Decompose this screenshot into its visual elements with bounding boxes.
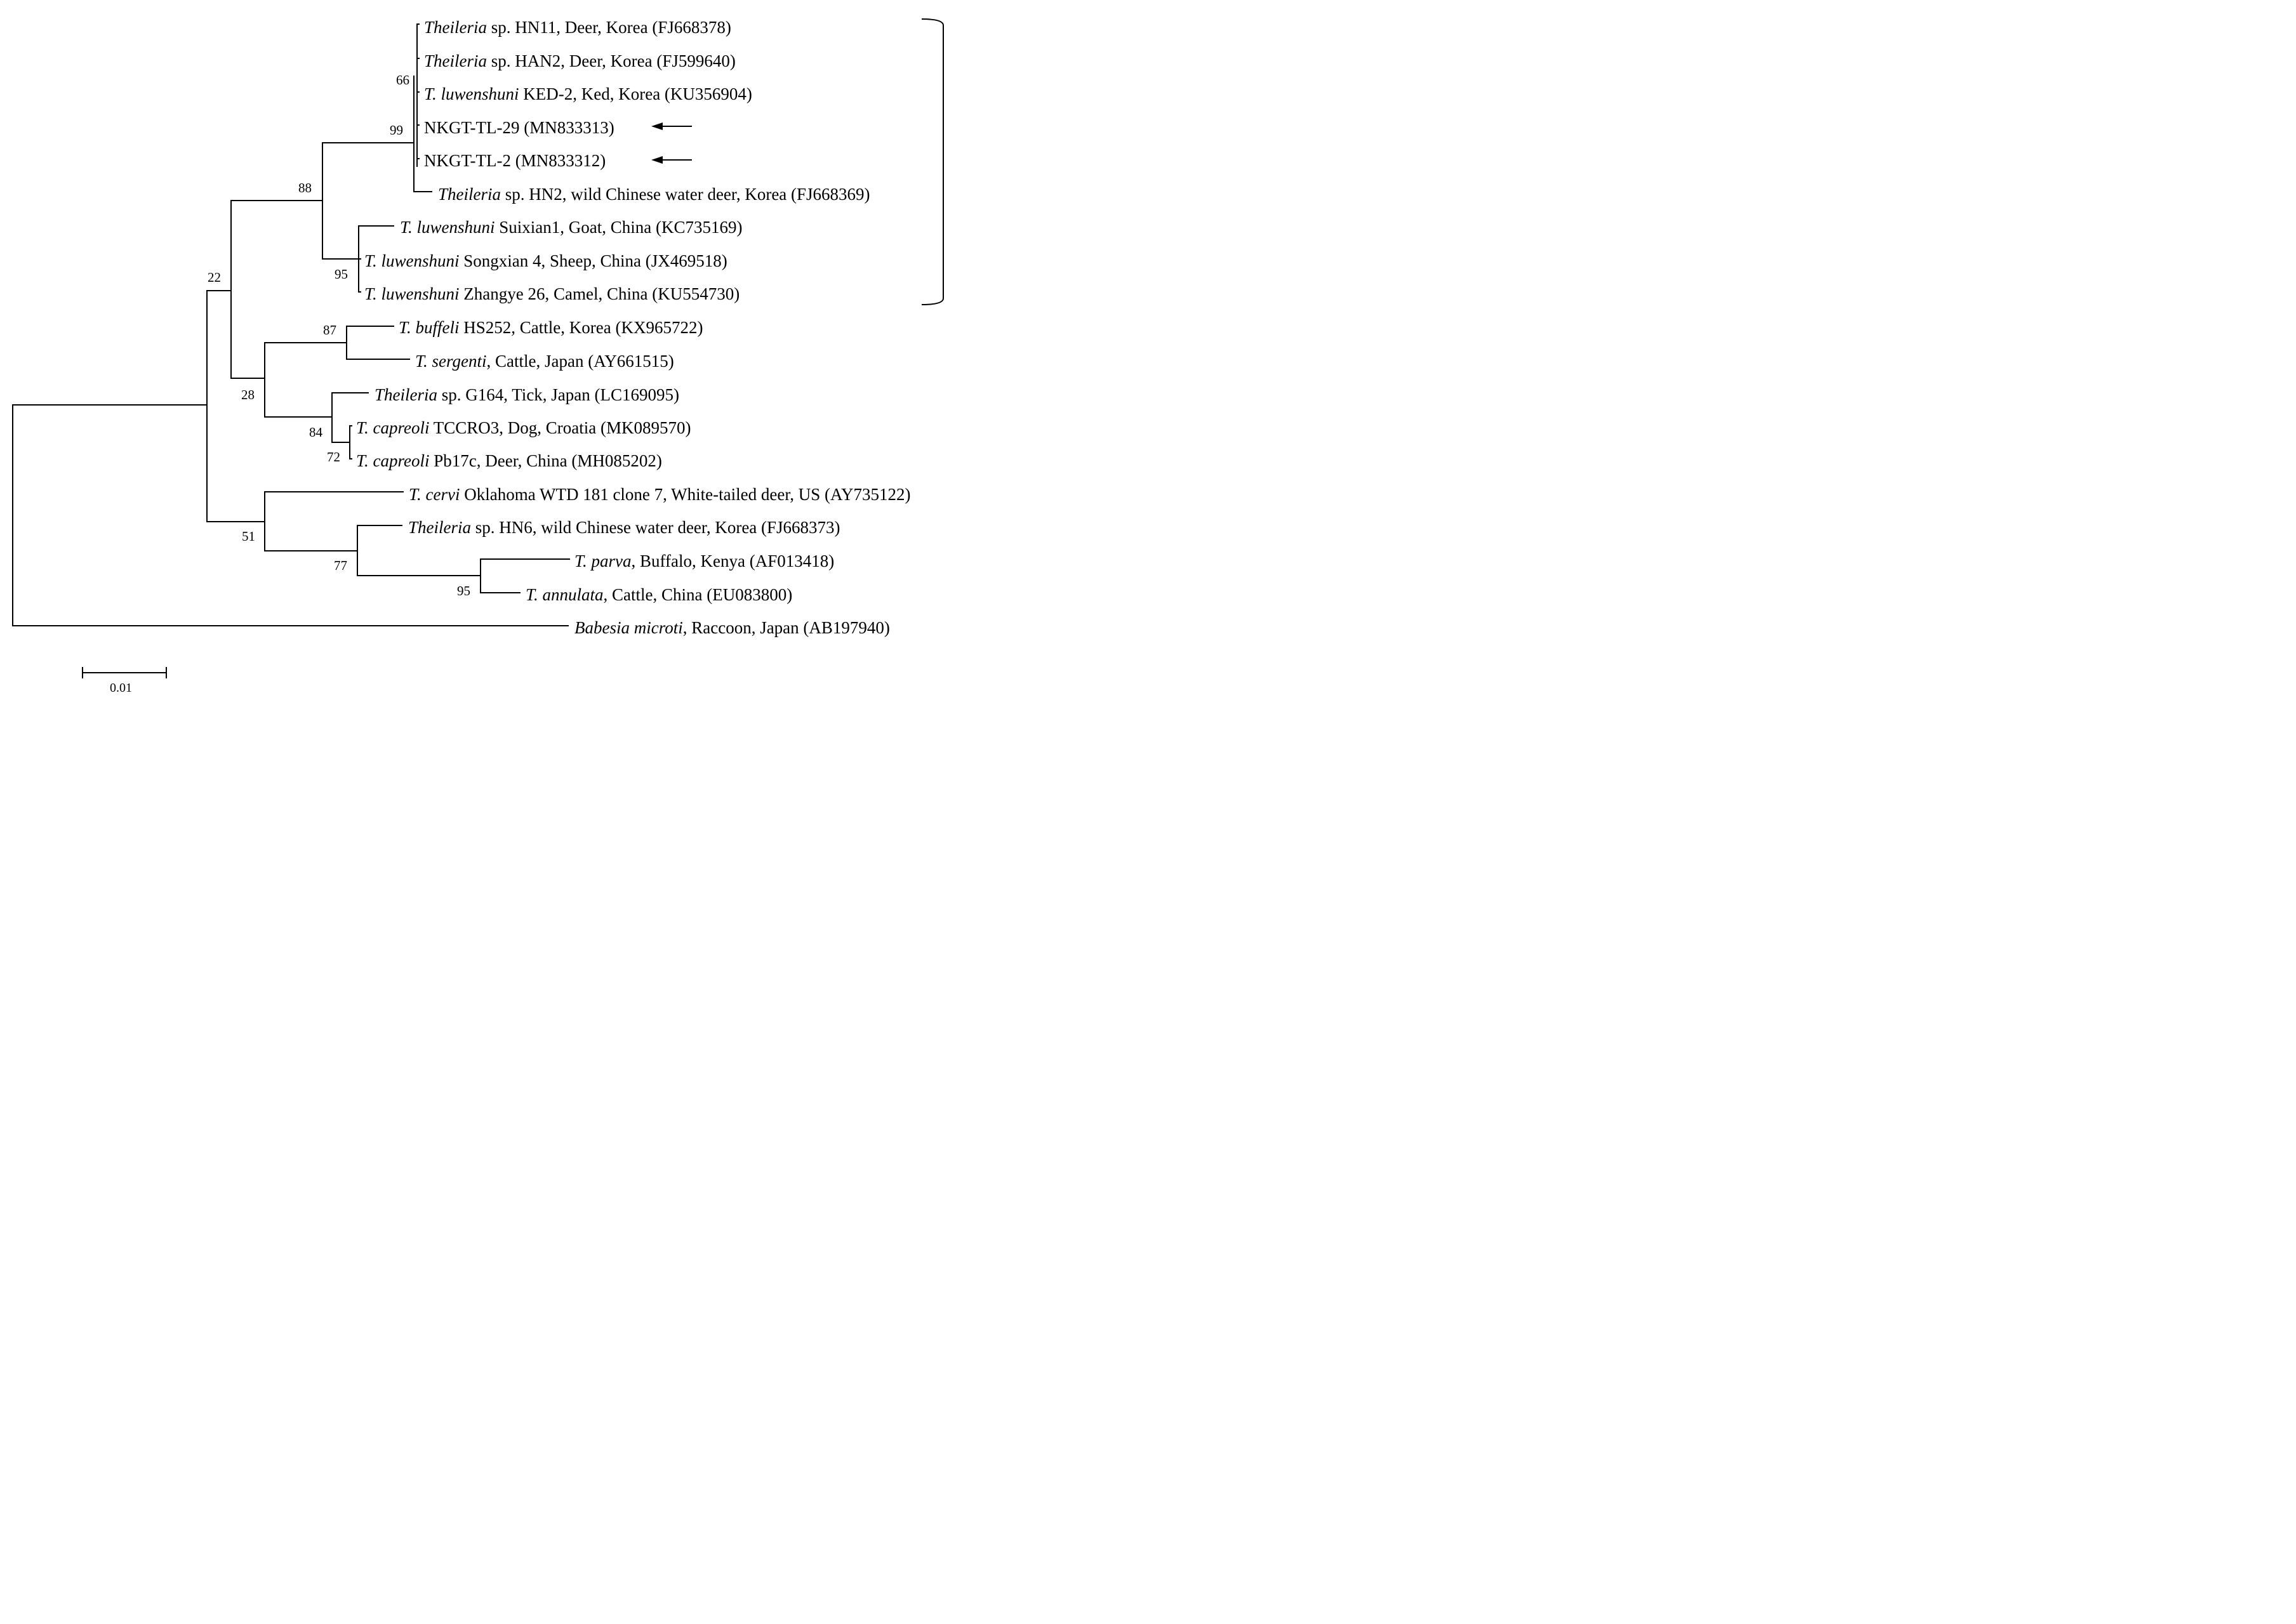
bootstrap-51: 51 bbox=[242, 529, 255, 544]
taxon-label-annulata: T. annulata, Cattle, China (EU083800) bbox=[526, 585, 792, 604]
taxon-label-g164: Theileria sp. G164, Tick, Japan (LC16909… bbox=[375, 385, 679, 404]
taxon-label-babesia-microti: Babesia microti, Raccoon, Japan (AB19794… bbox=[574, 618, 890, 637]
node-84-branch bbox=[331, 392, 369, 443]
taxon-label-nkgt-tl-2: NKGT-TL-2 (MN833312) bbox=[424, 151, 606, 170]
scale-bar bbox=[82, 667, 167, 678]
bootstrap-77: 77 bbox=[334, 558, 347, 573]
node-88-branch bbox=[322, 142, 415, 260]
node-51-branch bbox=[264, 491, 404, 551]
taxon-label-parva: T. parva, Buffalo, Kenya (AF013418) bbox=[574, 551, 834, 571]
root-node-branch bbox=[12, 404, 569, 626]
taxon-label-zhangye26: T. luwenshuni Zhangye 26, Camel, China (… bbox=[364, 284, 740, 303]
node-95b-branch bbox=[480, 558, 570, 593]
taxon-label-ked2: T. luwenshuni KED-2, Ked, Korea (KU35690… bbox=[424, 84, 752, 103]
taxon-label-hn11: Theileria sp. HN11, Deer, Korea (FJ66837… bbox=[424, 18, 731, 37]
taxon-label-hn6: Theileria sp. HN6, wild Chinese water de… bbox=[408, 518, 840, 537]
bootstrap-88: 88 bbox=[298, 180, 312, 195]
bootstrap-95-luwenshuni: 95 bbox=[335, 267, 348, 282]
node-77-branch bbox=[357, 525, 481, 576]
node-ingroup-branch bbox=[230, 200, 323, 379]
bootstrap-28: 28 bbox=[241, 387, 255, 402]
taxon-label-hn2: Theileria sp. HN2, wild Chinese water de… bbox=[438, 185, 870, 204]
arrow-nkgt-tl-29 bbox=[651, 122, 692, 130]
taxon-label-nkgt-tl-29: NKGT-TL-29 (MN833313) bbox=[424, 118, 614, 137]
arrow-nkgt-tl-2 bbox=[651, 156, 692, 164]
taxon-label-sergenti: T. sergenti, Cattle, Japan (AY661515) bbox=[415, 352, 674, 371]
bootstrap-72: 72 bbox=[327, 449, 340, 465]
bootstrap-84: 84 bbox=[309, 425, 323, 440]
bootstrap-87: 87 bbox=[323, 322, 336, 338]
bootstrap-99: 99 bbox=[390, 122, 403, 138]
node-87-branch bbox=[346, 326, 410, 360]
node-72-branch bbox=[349, 425, 352, 459]
bootstrap-22: 22 bbox=[208, 270, 221, 285]
taxon-label-hs252: T. buffeli HS252, Cattle, Korea (KX96572… bbox=[399, 318, 703, 337]
taxon-label-suixian1: T. luwenshuni Suixian1, Goat, China (KC7… bbox=[400, 218, 743, 237]
bootstrap-95-parva-annulata: 95 bbox=[457, 583, 470, 598]
node-99-branch bbox=[413, 23, 432, 192]
scale-bar-label: 0.01 bbox=[110, 681, 132, 695]
clade-bracket bbox=[921, 18, 944, 305]
node-95a-branch bbox=[358, 225, 394, 293]
taxon-label-pb17c: T. capreoli Pb17c, Deer, China (MH085202… bbox=[356, 451, 662, 470]
taxon-label-han2: Theileria sp. HAN2, Deer, Korea (FJ59964… bbox=[424, 51, 736, 70]
bootstrap-66: 66 bbox=[396, 72, 409, 88]
taxon-label-songxian4: T. luwenshuni Songxian 4, Sheep, China (… bbox=[364, 251, 727, 270]
taxon-label-cervi: T. cervi Oklahoma WTD 181 clone 7, White… bbox=[409, 485, 911, 504]
phylogenetic-tree: Theileria sp. HN11, Deer, Korea (FJ66837… bbox=[12, 18, 944, 695]
node-22-branch bbox=[206, 290, 265, 522]
node-28-branch bbox=[264, 342, 347, 418]
taxon-label-tccro3: T. capreoli TCCRO3, Dog, Croatia (MK0895… bbox=[356, 418, 691, 437]
